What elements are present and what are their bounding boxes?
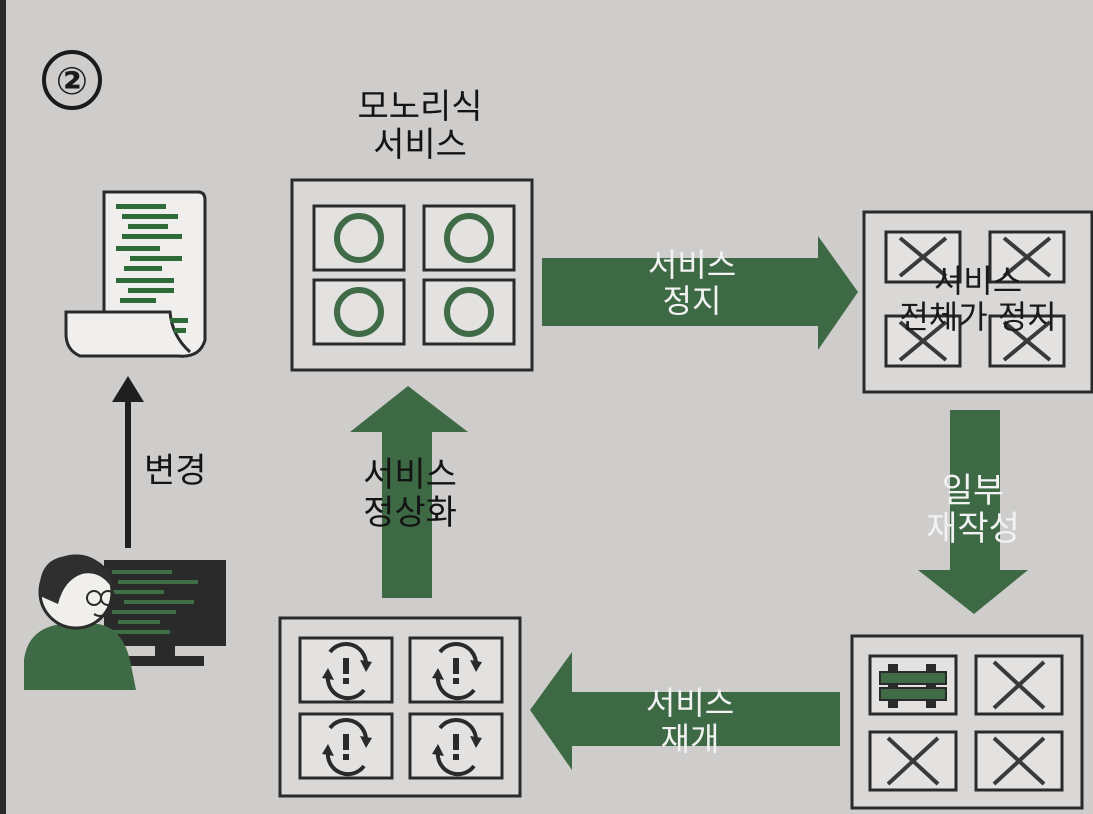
all-stopped-line1: 서비스 [933,262,1023,300]
partial-rebuild-line1: 일부 [941,471,1005,511]
service-resume-arrow [530,652,840,770]
service-resume-line1: 서비스 [645,684,735,722]
service-stop-arrow [542,236,858,350]
circle-icon [422,204,516,272]
change-label: 변경 [144,452,207,490]
step-marker-text: ② [56,59,88,103]
service-stop-line2: 정지 [662,281,722,320]
left-rule [0,0,6,814]
partial-rebuild-box [850,634,1084,810]
all-stopped-box [862,210,1093,394]
monolith-title: 모노리식 서비스 [350,88,490,164]
monolith-running-box [290,178,534,372]
x-mark-icon [868,730,958,792]
service-stop-line1: 서비스 [647,246,737,284]
service-resume-label: 서비스 재개 [630,684,750,758]
developer-at-computer-icon [24,554,226,690]
change-arrow [112,376,144,548]
all-stopped-label: 서비스 전체가 정지 [878,262,1078,336]
monolith-title-line1: 모노리식 [357,87,483,127]
partial-rebuild-label: 일부 재작성 [908,472,1038,548]
refresh-alert-icon [298,636,394,704]
partial-rebuild-line2: 재작성 [926,509,1020,550]
service-normalize-line1: 서비스 [363,455,457,495]
code-document-icon [64,190,207,358]
refresh-alert-icon [298,712,394,780]
restarting-box [278,616,522,798]
service-normalize-line2: 정상화 [363,493,457,534]
service-stop-label: 서비스 정지 [632,246,752,320]
x-mark-icon [974,730,1064,792]
circle-icon [312,278,406,346]
circle-icon [312,204,406,272]
refresh-alert-icon [408,712,504,780]
construction-barrier-icon [868,654,958,716]
service-normalize-arrow [350,386,468,598]
all-stopped-line2: 전체가 정지 [899,297,1057,336]
change-label-text: 변경 [144,451,207,491]
circle-icon [422,278,516,346]
step-marker: ② [42,50,102,110]
partial-rebuild-arrow [918,410,1028,614]
service-resume-line2: 재개 [660,719,720,758]
x-mark-icon [974,654,1064,716]
refresh-alert-icon [408,636,504,704]
monolith-title-line2: 서비스 [373,125,467,166]
service-normalize-label: 서비스 정상화 [340,456,480,532]
